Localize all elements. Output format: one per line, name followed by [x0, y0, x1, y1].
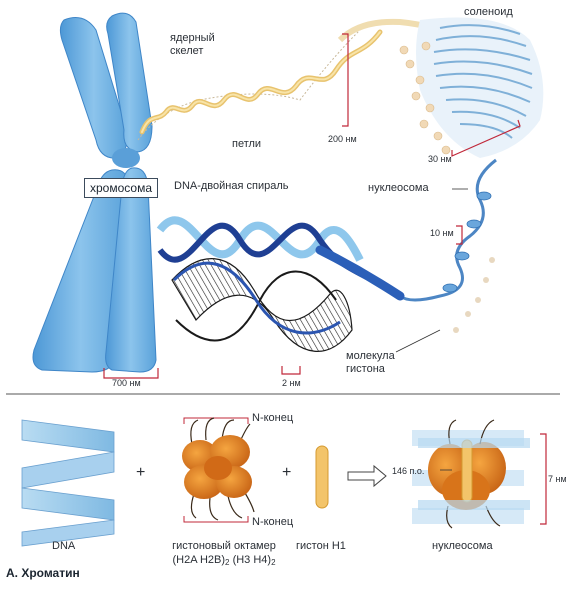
label-146bp: 146 п.о. [392, 466, 425, 476]
dna-double-helix [156, 216, 405, 352]
dna-ribbon [21, 419, 115, 547]
octamer-formula-part-1: (H2A H2B) [172, 554, 226, 566]
label-chromosome: хромосома [84, 178, 159, 198]
chromosome-arm-upper-right [106, 12, 153, 153]
scale-bracket-2nm [281, 366, 301, 375]
label-scale-7nm: 7 нм [548, 474, 566, 484]
fiber-10nm [399, 158, 497, 333]
solenoid [399, 17, 544, 158]
solenoid-coils [433, 24, 533, 139]
label-nucleosome-bottom: нуклеосома [432, 540, 493, 552]
helix-hatched-strand [175, 270, 337, 342]
helix-ribbon-light [156, 216, 364, 262]
plus-sign-2: + [282, 464, 292, 481]
nucleosome-assembly [412, 419, 530, 529]
scale-bracket-700nm [103, 368, 159, 379]
label-solenoid: соленоид [464, 6, 513, 18]
label-octamer-formula: (H2A H2B)2 (H3 H4)2 [154, 554, 294, 569]
nucleosome-beads [399, 41, 451, 155]
scale-bracket-200nm [342, 33, 349, 127]
label-scale-30nm: 30 нм [428, 154, 452, 164]
label-dna-double-helix: DNA-двойная спираль [174, 180, 289, 192]
octamer-subscript-1: 2 [225, 558, 230, 567]
figure-caption: A. Хроматин [6, 566, 80, 580]
label-loops: петли [232, 138, 262, 150]
scale-bracket-10nm [456, 225, 463, 245]
label-nuclear-scaffold: ядерный скелет [170, 32, 215, 57]
centromere [112, 148, 140, 168]
plus-sign-1: + [136, 464, 146, 481]
octamer-formula-part-2: (H3 H4) [232, 554, 272, 566]
nucleosome-beads-10nm [442, 191, 492, 293]
helix-hatched-strand-2 [172, 261, 341, 335]
helix-tail [315, 245, 405, 301]
label-histone-molecule: молекула гистона [346, 350, 395, 375]
label-dna: DNA [52, 540, 76, 552]
histone-h1 [315, 445, 329, 509]
scale-bracket-30nm [451, 119, 521, 157]
histone-dots [453, 257, 495, 333]
pointer-histone [395, 329, 441, 353]
histone-octamer [182, 417, 255, 523]
octamer-subscript-2: 2 [271, 558, 276, 567]
label-nucleosome-top: нуклеосома [368, 182, 429, 194]
label-histone-octamer: гистоновый октамер [172, 540, 276, 552]
scale-bracket-7nm [540, 433, 547, 525]
chromosome [32, 12, 157, 373]
label-scale-2nm: 2 нм [282, 378, 301, 388]
arrow-right [347, 464, 387, 488]
label-scale-200nm: 200 нм [328, 134, 357, 144]
label-scale-10nm: 10 нм [430, 228, 454, 238]
loop-fiber-highlight [141, 31, 381, 133]
label-scale-700nm: 700 нм [112, 378, 141, 388]
label-n-end-top: N-конец [252, 412, 294, 424]
label-histone-h1: гистон H1 [296, 540, 346, 552]
label-n-end-bottom: N-конец [252, 516, 294, 528]
